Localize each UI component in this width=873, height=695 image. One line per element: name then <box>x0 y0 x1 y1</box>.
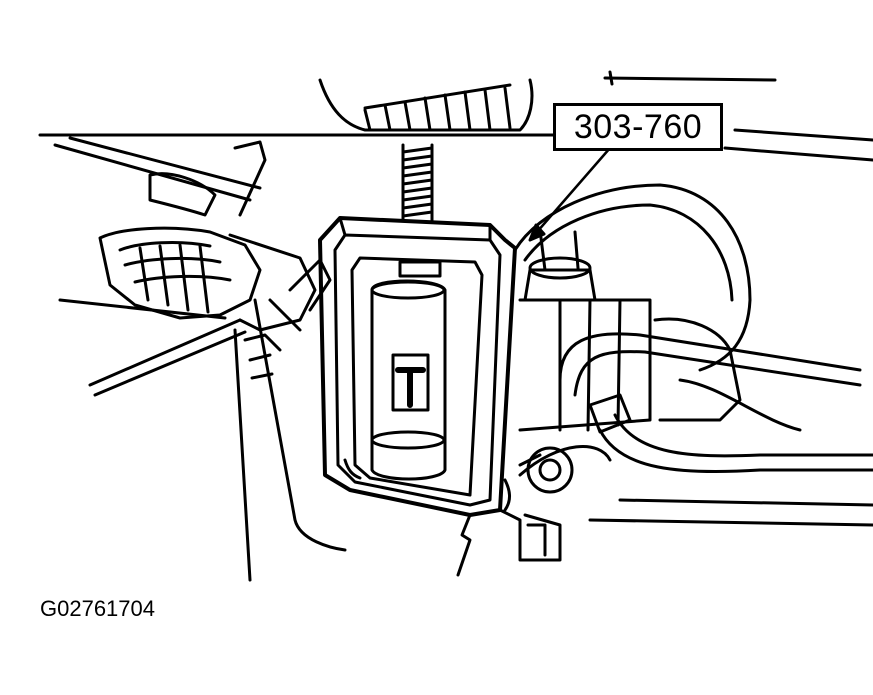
press-ram <box>318 78 534 132</box>
lower-bracket <box>456 508 562 577</box>
figure-id: G02761704 <box>40 596 155 621</box>
left-component <box>53 136 317 397</box>
fittings <box>518 393 632 494</box>
tool-callout-label: 303-760 <box>573 107 703 146</box>
hoses <box>518 332 873 527</box>
callout-arrowhead <box>528 223 546 242</box>
press-tool-frame <box>318 216 517 517</box>
callout-leader <box>528 146 612 242</box>
engine-block-edge <box>233 258 347 582</box>
pump-housing <box>513 183 752 432</box>
tool-callout: 303-760 <box>553 103 723 151</box>
upper-body-panel <box>38 70 873 162</box>
receiver-cup <box>370 260 447 481</box>
threaded-screw <box>401 143 434 222</box>
